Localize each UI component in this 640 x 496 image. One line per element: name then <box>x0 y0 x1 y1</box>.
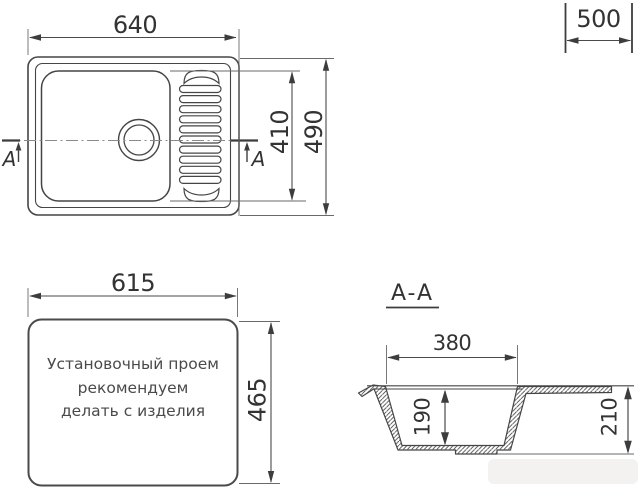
section-letter-left: A <box>2 147 17 171</box>
dim-210-label: 210 <box>597 397 622 437</box>
dim-380-arrow-left <box>387 354 400 361</box>
dim-190-label: 190 <box>410 397 435 437</box>
dim-210-arrow-bottom <box>624 440 632 454</box>
drainer-rib <box>178 94 222 104</box>
drainer-rib <box>178 105 222 114</box>
dim-500-arrow-left <box>566 37 579 44</box>
drainer-rib <box>178 145 222 154</box>
drainer-rib <box>178 165 222 174</box>
drainer-rib <box>178 115 222 124</box>
watermark-remnant <box>488 459 638 484</box>
cutout-outline <box>27 318 239 487</box>
dim-640-arrow-left <box>29 34 41 41</box>
sink-rim-inner-edge <box>34 62 232 209</box>
drainer-top-arc <box>183 69 220 85</box>
dim-410-arrow-bottom <box>288 188 296 201</box>
dim-380-arrow-right <box>504 354 517 361</box>
drainer-rib <box>178 175 222 184</box>
dim-500 <box>564 3 633 53</box>
cutout-note-line-1: Установочный проем <box>47 355 219 373</box>
drainer-rib <box>178 155 222 164</box>
dim-380-label: 380 <box>432 331 472 355</box>
section-arrow-right-head <box>244 142 250 151</box>
dim-640-arrow-right <box>224 34 237 41</box>
section-solid-profile <box>357 384 613 455</box>
dim-640-label: 640 <box>112 10 158 39</box>
cutout-note-line-3: делать с изделия <box>60 402 206 420</box>
section-view <box>357 306 634 455</box>
dim-500-arrow-right <box>619 37 631 44</box>
dim-465-arrow-top <box>267 322 275 334</box>
dim-465-arrow-bottom <box>267 471 275 483</box>
dim-500-label: 500 <box>576 5 621 33</box>
section-arrow-left-head <box>15 142 22 151</box>
dim-490-arrow-bottom <box>322 203 330 216</box>
top-view <box>27 56 240 216</box>
drainer-rib <box>178 125 222 134</box>
drainer-rib <box>178 84 222 94</box>
dim-490-arrow-top <box>322 58 330 71</box>
dim-615-arrow-right <box>224 292 237 300</box>
dim-490-label: 490 <box>300 109 328 155</box>
bowl-outline <box>40 70 171 202</box>
dim-190-arrow-bottom <box>441 432 449 446</box>
cutout-note: Установочный проем рекомендуем делать с … <box>36 353 230 424</box>
dim-190-arrow-top <box>441 389 449 403</box>
dim-465-label: 465 <box>243 377 272 423</box>
drainer-rib <box>178 135 222 144</box>
dim-410-label: 410 <box>266 109 294 155</box>
section-letter-right: A <box>251 147 266 171</box>
dim-210-arrow-top <box>624 386 632 400</box>
section-title: A-A <box>390 281 435 306</box>
dim-490 <box>240 58 334 216</box>
section-cut-plane <box>2 139 258 162</box>
dim-640 <box>27 29 240 216</box>
cutout-note-line-2: рекомендуем <box>77 378 189 397</box>
drainer-bottom-arc <box>183 187 220 203</box>
dim-615-label: 615 <box>110 268 156 297</box>
cutout-view <box>27 288 280 487</box>
dim-615-arrow-left <box>29 292 41 300</box>
dim-410 <box>170 70 306 202</box>
dim-410-arrow-top <box>288 71 296 84</box>
